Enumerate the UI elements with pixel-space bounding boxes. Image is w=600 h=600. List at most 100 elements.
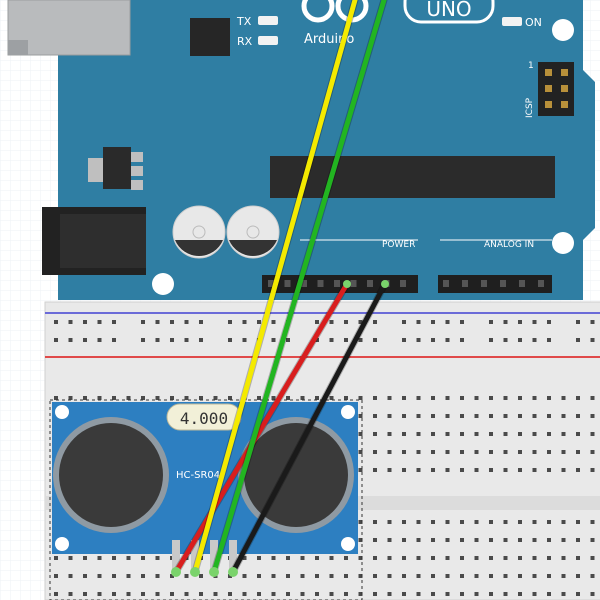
breadboard-hole [518,556,522,560]
sensor-pins [172,540,237,574]
breadboard-hole [445,538,450,542]
breadboard-hole [358,450,363,454]
breadboard-hole [445,468,450,472]
breadboard-hole [97,396,102,400]
breadboard-hole [97,574,102,578]
mounting-hole [341,405,355,419]
breadboard-hole [590,538,595,542]
power-jack-inner [60,214,146,268]
breadboard-hole [503,592,508,596]
breadboard-hole [155,556,160,560]
breadboard-hole [532,538,537,542]
breadboard-hole [431,432,435,436]
breadboard-hole [518,414,522,418]
breadboard-hole [431,556,435,560]
breadboard-hole [112,556,116,560]
breadboard-hole [286,574,290,578]
breadboard-hole [547,450,551,454]
icsp-pin [545,85,552,92]
breadboard-hole [503,520,508,524]
breadboard-hole [590,396,595,400]
breadboard-hole [590,574,595,578]
breadboard-hole [271,574,276,578]
breadboard-hole [344,396,348,400]
breadboard-hole [358,396,363,400]
breadboard-hole [460,450,464,454]
usb-port [7,0,131,56]
breadboard-hole [358,468,363,472]
model-label: UNO [426,0,471,21]
breadboard-hole [460,520,464,524]
breadboard-hole [503,338,508,342]
breadboard-hole [54,556,58,560]
breadboard-hole [431,592,435,596]
crystal-label: 4.000 [180,409,228,428]
breadboard-hole [561,592,566,596]
icsp-header [538,62,574,116]
breadboard-hole [155,338,160,342]
breadboard-hole [83,320,87,324]
breadboard-hole [112,338,116,342]
breadboard-hole [489,520,493,524]
sensor-pin [191,540,199,574]
arduino-board: TX RX ON Arduino UNO 1 ICSP POWER ANALOG… [7,0,595,300]
breadboard-hole [518,432,522,436]
breadboard-hole [257,556,261,560]
breadboard-hole [532,432,537,436]
breadboard-hole [503,468,508,472]
breadboard-hole [344,556,348,560]
breadboard-hole [373,556,377,560]
breadboard-hole [402,338,406,342]
breadboard-hole [460,432,464,436]
breadboard-hole [402,468,406,472]
breadboard-hole [547,574,551,578]
breadboard-hole [431,538,435,542]
breadboard-hole [532,320,537,324]
sensor-pin [229,540,237,574]
breadboard-hole [532,414,537,418]
icsp-pin [545,69,552,76]
breadboard-hole [547,338,551,342]
crystal-oscillator [166,403,242,431]
transducer-icon [53,417,169,533]
breadboard-hole [590,556,595,560]
breadboard-hole [576,338,580,342]
breadboard-hole [489,338,493,342]
breadboard-hole [547,320,551,324]
breadboard-hole [155,396,160,400]
icsp-pin [545,101,552,108]
mounting-hole [552,19,574,41]
breadboard-hole [184,592,189,596]
breadboard-hole [141,396,145,400]
breadboard-hole [445,592,450,596]
breadboard-hole [402,538,406,542]
breadboard-hole [576,450,580,454]
breadboard-hole [590,520,595,524]
breadboard-hole [242,556,247,560]
header-socket [519,280,525,287]
breadboard-hole [97,556,102,560]
breadboard-hole [503,450,508,454]
breadboard-hole [532,574,537,578]
breadboard-hole [228,320,232,324]
breadboard-hole [358,538,363,542]
breadboard-hole [547,538,551,542]
breadboard-hole [329,574,334,578]
breadboard-hole [315,396,319,400]
breadboard-hole [402,556,406,560]
breadboard-hole [590,414,595,418]
breadboard-hole [474,450,479,454]
breadboard-hole [54,574,58,578]
breadboard-hole [271,320,276,324]
breadboard-hole [402,574,406,578]
breadboard-hole [228,592,232,596]
wire-end-marker [171,567,181,577]
breadboard-hole [590,592,595,596]
breadboard-hole [416,450,421,454]
breadboard-hole [170,338,174,342]
breadboard-hole [112,320,116,324]
breadboard-hole [358,414,363,418]
breadboard-hole [257,592,261,596]
sensor-model-label: HC-SR04 [176,470,220,481]
